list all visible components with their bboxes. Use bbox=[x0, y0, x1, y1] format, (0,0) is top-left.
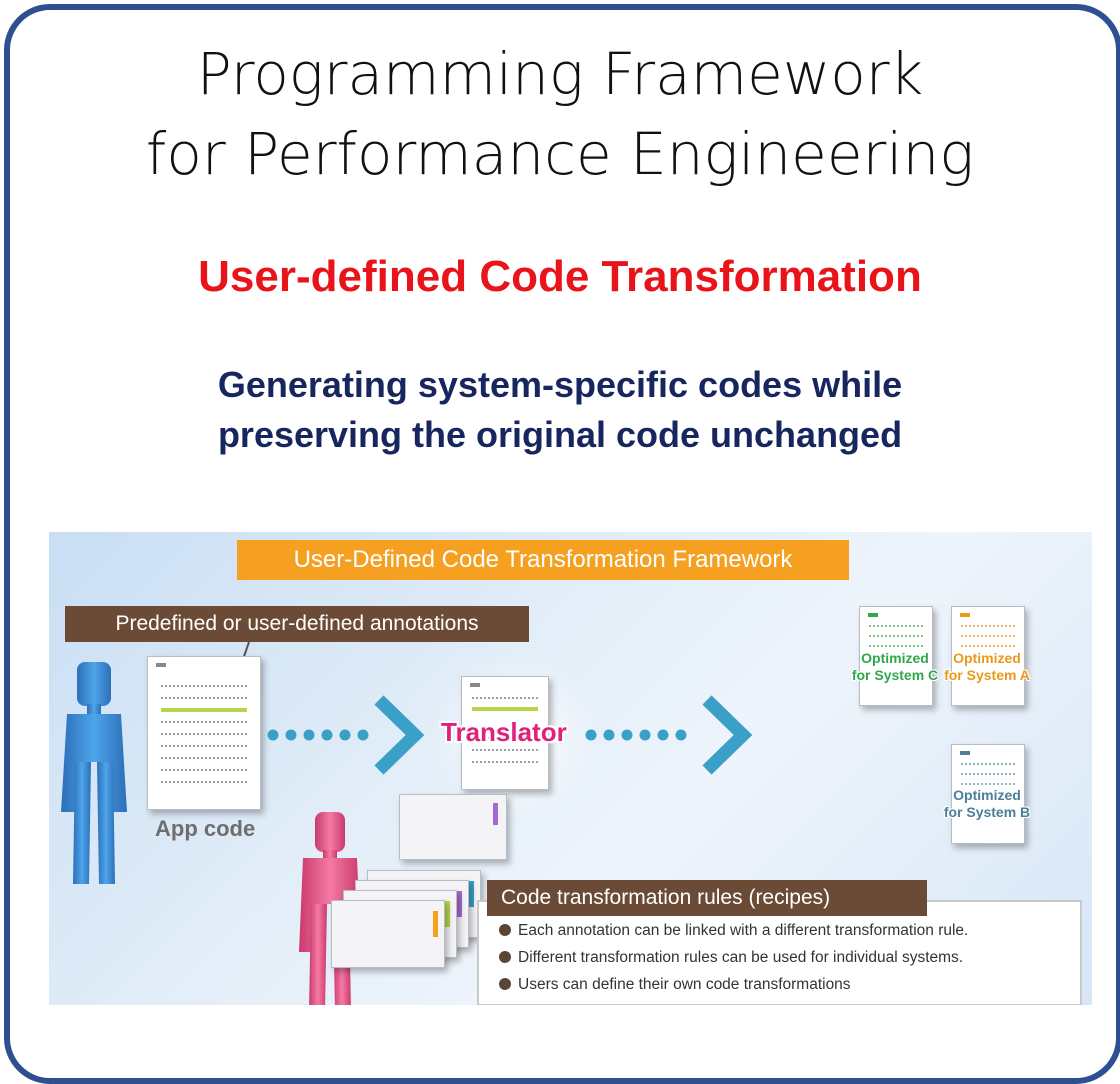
rule-item: Different transformation rules can be us… bbox=[499, 949, 963, 967]
output-label-system-a: Optimized for System A bbox=[941, 650, 1033, 684]
recipe-tab bbox=[457, 891, 462, 917]
code-line bbox=[472, 737, 538, 739]
chevron-right-icon bbox=[374, 695, 425, 775]
code-line bbox=[960, 773, 1016, 775]
page-title-line1: Programming Framework bbox=[196, 40, 924, 108]
code-line bbox=[868, 645, 924, 647]
recipe-tab bbox=[469, 881, 474, 907]
code-line bbox=[161, 697, 247, 699]
code-line bbox=[960, 763, 1016, 765]
output-label-line2: for System A bbox=[944, 667, 1030, 683]
output-label-system-b: Optimized for System B bbox=[941, 787, 1033, 821]
code-line bbox=[472, 697, 538, 699]
code-line bbox=[161, 733, 247, 735]
recipe-card bbox=[399, 794, 507, 860]
code-line bbox=[960, 783, 1016, 785]
output-label-system-c: Optimized for System C bbox=[849, 650, 941, 684]
tagline-line1: Generating system-specific codes while bbox=[217, 364, 903, 405]
rule-text: Each annotation can be linked with a dif… bbox=[518, 922, 969, 939]
code-line bbox=[960, 645, 1016, 647]
output-label-line2: for System C bbox=[851, 667, 939, 683]
rule-text: Users can define their own code transfor… bbox=[518, 976, 851, 993]
code-line bbox=[960, 625, 1016, 627]
code-line bbox=[161, 721, 247, 723]
output-label-line2: for System B bbox=[943, 804, 1031, 820]
output-label-line1: Optimized bbox=[953, 787, 1021, 803]
code-line bbox=[161, 757, 247, 759]
translator-label: Translator bbox=[441, 717, 567, 747]
page-subtitle: User-defined Code Transformation bbox=[198, 252, 922, 301]
doc-tick bbox=[470, 683, 480, 687]
output-document-system-b bbox=[951, 744, 1025, 844]
code-line bbox=[161, 685, 247, 687]
rules-box bbox=[477, 900, 1082, 1005]
doc-tick bbox=[868, 613, 878, 617]
rule-text: Different transformation rules can be us… bbox=[518, 949, 964, 966]
app-code-label: App code bbox=[155, 816, 256, 841]
rule-item: Each annotation can be linked with a dif… bbox=[499, 922, 968, 940]
code-line bbox=[868, 625, 924, 627]
output-label-line1: Optimized bbox=[861, 650, 929, 666]
chevron-right-icon bbox=[702, 695, 753, 775]
developer-figure-blue bbox=[61, 662, 127, 884]
recipe-tab bbox=[493, 803, 498, 825]
recipe-card bbox=[331, 900, 445, 968]
arrow-app-to-translator bbox=[267, 729, 369, 741]
bullet-icon bbox=[499, 924, 511, 936]
annotated-code-line bbox=[161, 708, 247, 712]
annotated-code-line bbox=[472, 707, 538, 711]
annotation-label: Predefined or user-defined annotations bbox=[65, 606, 529, 642]
doc-tick bbox=[156, 663, 166, 667]
code-line bbox=[472, 749, 538, 751]
code-line bbox=[472, 761, 538, 763]
code-line bbox=[868, 635, 924, 637]
output-document-system-c bbox=[859, 606, 933, 706]
doc-tick bbox=[960, 613, 970, 617]
framework-illustration: User-Defined Code Transformation Framewo… bbox=[49, 532, 1092, 1005]
code-line bbox=[960, 635, 1016, 637]
doc-tick bbox=[960, 751, 970, 755]
recipe-tab bbox=[433, 911, 438, 937]
bullet-icon bbox=[499, 951, 511, 963]
app-code-document bbox=[147, 656, 261, 810]
flow-arrows bbox=[267, 695, 753, 775]
code-line bbox=[161, 769, 247, 771]
output-document-system-a bbox=[951, 606, 1025, 706]
recipe-tab bbox=[445, 901, 450, 927]
rule-item: Users can define their own code transfor… bbox=[499, 976, 851, 994]
arrow-translator-to-outputs bbox=[585, 729, 687, 741]
translator-document bbox=[461, 676, 549, 790]
code-line bbox=[161, 745, 247, 747]
tagline-line2: preserving the original code unchanged bbox=[217, 414, 903, 455]
framework-banner: User-Defined Code Transformation Framewo… bbox=[237, 540, 849, 580]
rules-title: Code transformation rules (recipes) bbox=[487, 880, 927, 916]
bullet-icon bbox=[499, 978, 511, 990]
page-title-line2: for Performance Engineering bbox=[145, 120, 975, 188]
output-label-line1: Optimized bbox=[953, 650, 1021, 666]
code-line bbox=[161, 781, 247, 783]
